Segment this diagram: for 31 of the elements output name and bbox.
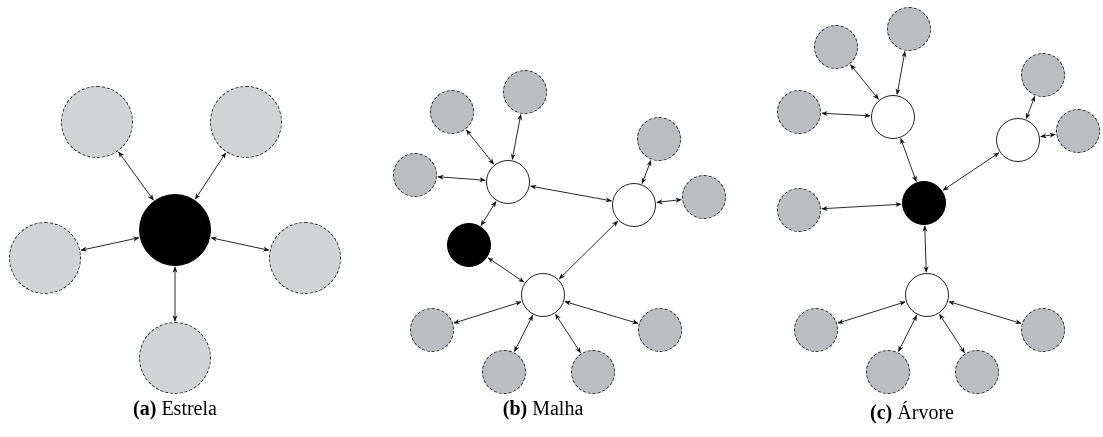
double-arrow (530, 184, 612, 203)
subfigure-caption: (b) Malha (502, 398, 584, 418)
double-arrow (837, 301, 906, 324)
double-arrow (656, 197, 682, 205)
double-arrow (821, 111, 871, 118)
subfigure-caption: (c) Árvore (870, 402, 954, 422)
double-arrow (922, 225, 929, 273)
double-arrow (1040, 132, 1056, 139)
double-arrow (1025, 95, 1036, 120)
double-arrow (194, 152, 227, 200)
double-arrow (437, 174, 486, 183)
double-arrow (895, 51, 907, 95)
double-arrow (948, 300, 1022, 325)
double-arrow (465, 129, 495, 165)
double-arrow (453, 301, 522, 324)
double-arrow (480, 201, 497, 226)
double-arrow (942, 152, 1000, 191)
double-arrow (80, 236, 140, 252)
double-arrow (172, 266, 178, 322)
double-arrow (939, 313, 965, 354)
double-arrow (821, 202, 902, 211)
double-arrow (118, 151, 154, 201)
double-arrow (555, 313, 581, 354)
double-arrow (210, 236, 270, 252)
double-arrow (900, 138, 917, 182)
double-arrow (850, 64, 879, 100)
double-arrow (487, 257, 525, 283)
double-arrow (558, 220, 619, 280)
double-arrow (510, 114, 523, 160)
double-arrow (564, 300, 639, 325)
double-arrow (641, 159, 652, 185)
